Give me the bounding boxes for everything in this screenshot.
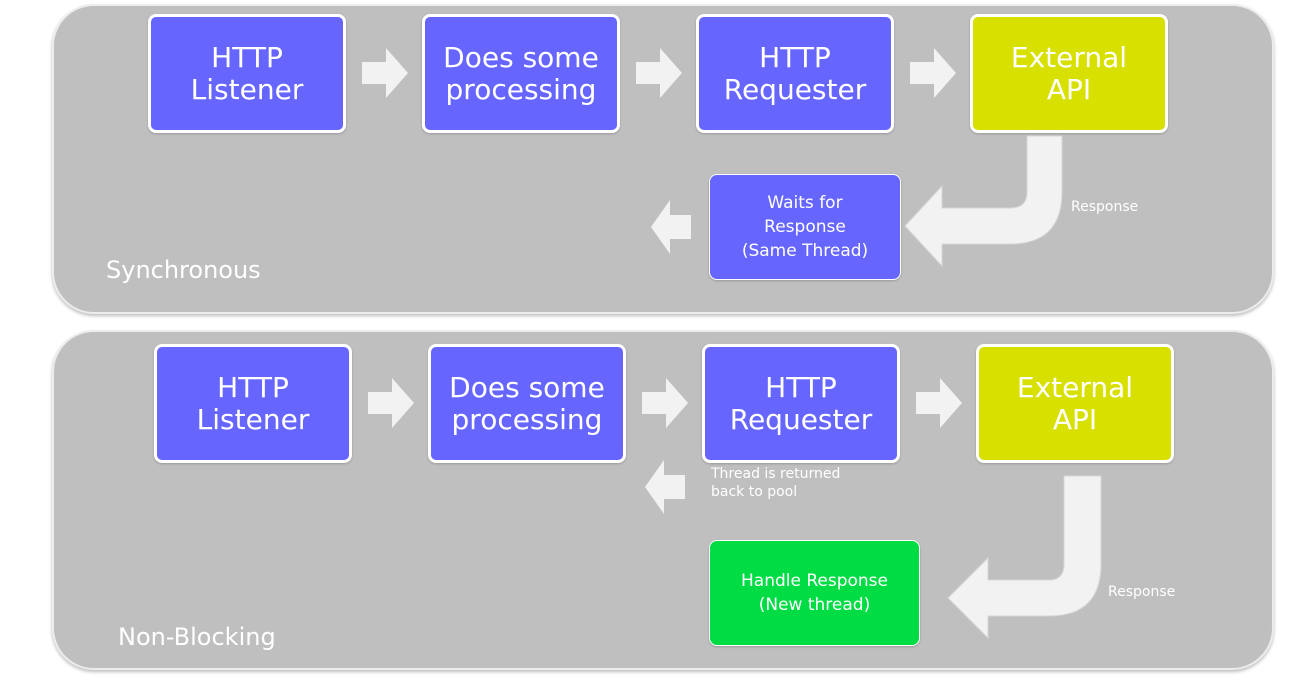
sync-external-api-box: External API (970, 14, 1168, 133)
nb-section-title: Non-Blocking (118, 623, 276, 651)
sync-processing-box: Does some processing (422, 14, 620, 133)
nb-response-bent-arrow-icon (947, 475, 1102, 640)
nb-back-arrow-icon (645, 460, 685, 514)
nb-processing-box: Does some processing (428, 344, 626, 463)
sync-waits-box: Waits for Response (Same Thread) (709, 174, 901, 280)
nb-arrow-1-icon (368, 378, 414, 428)
nb-http-listener-box: HTTP Listener (154, 344, 352, 463)
sync-http-listener-box: HTTP Listener (148, 14, 346, 133)
sync-section-title: Synchronous (106, 256, 261, 284)
sync-arrow-1-icon (362, 48, 408, 98)
nb-response-label: Response (1108, 584, 1176, 600)
nb-handle-response-box: Handle Response (New thread) (709, 540, 920, 646)
nb-arrow-3-icon (916, 378, 962, 428)
sync-arrow-3-icon (910, 48, 956, 98)
sync-response-label: Response (1071, 199, 1139, 215)
nb-external-api-box: External API (976, 344, 1174, 463)
nb-thread-returned-label: Thread is returned back to pool (711, 466, 841, 500)
nb-http-requester-box: HTTP Requester (702, 344, 900, 463)
sync-response-bent-arrow-icon (904, 135, 1063, 268)
nb-arrow-2-icon (642, 378, 688, 428)
sync-back-arrow-icon (651, 200, 691, 254)
sync-http-requester-box: HTTP Requester (696, 14, 894, 133)
sync-arrow-2-icon (636, 48, 682, 98)
